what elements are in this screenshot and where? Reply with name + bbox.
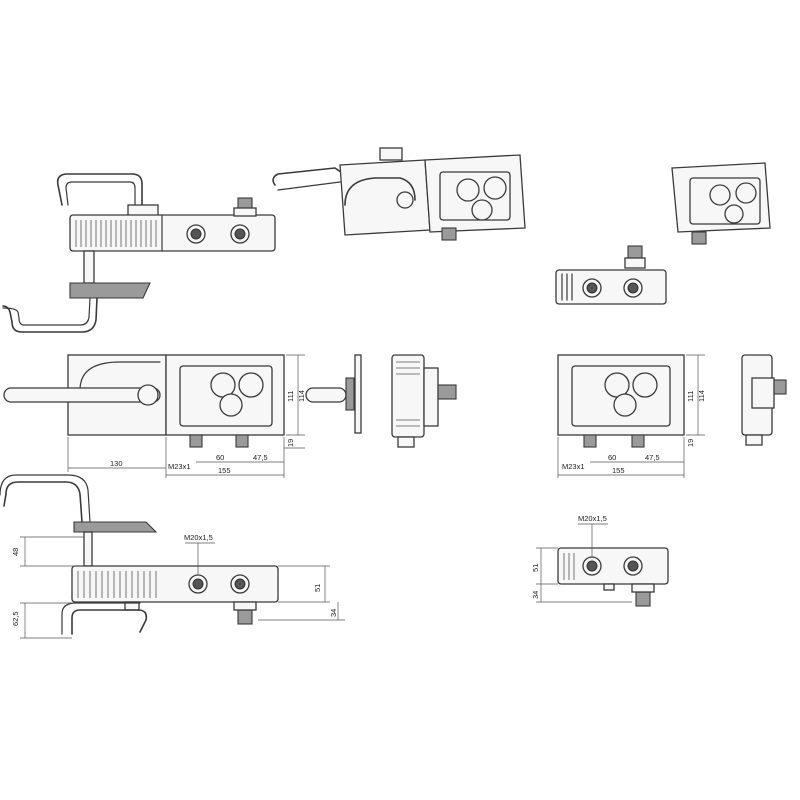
side-profile-view: [305, 354, 457, 448]
iso-connector-2: [483, 176, 507, 200]
bottom-handle-lower: [71, 609, 148, 635]
mounting-plate: [69, 282, 151, 299]
side-profile-small: [741, 354, 787, 446]
dim-62-5: 62,5: [11, 611, 20, 626]
dim-19-right: 19: [686, 439, 695, 447]
dim-m20-right: M20x1,5: [578, 514, 607, 523]
dim-47-5-right: 47,5: [645, 453, 660, 462]
dim-34: 34: [329, 609, 338, 617]
handle-top: [56, 173, 143, 206]
dim-34-right: 34: [531, 591, 540, 599]
mid-right-side-view: [555, 245, 667, 305]
top-right-iso-view: [671, 162, 771, 245]
dim-m20: M20x1,5: [184, 533, 213, 542]
top-left-side-view: [2, 173, 276, 333]
dim-47-5: 47,5: [253, 453, 268, 462]
top-middle-iso-view: [272, 147, 526, 241]
bottom-left-top-view: 48 62,5 51 34 M20x1,5: [0, 474, 345, 639]
dim-m23: M23x1: [168, 462, 191, 471]
bottom-device-body: [71, 565, 279, 603]
iso-connector-3: [471, 199, 493, 221]
bottom-handle-top: [3, 481, 83, 523]
dim-19: 19: [286, 439, 295, 447]
handle-top-inner: [65, 181, 136, 206]
dim-48: 48: [11, 548, 20, 556]
dim-114-right: 114: [697, 390, 706, 402]
iso-handle: [272, 167, 346, 186]
iso-handle-loop: [344, 177, 416, 206]
front-view-with-handle: 130 M23x1 60 47,5 155 111 114 19: [3, 354, 306, 478]
front-view-no-handle: M23x1 60 47,5 155 111 114 19: [557, 354, 706, 478]
shaft: [83, 250, 95, 284]
iso-left-housing: [339, 159, 431, 236]
front-handle: [3, 387, 161, 403]
dim-51: 51: [313, 584, 322, 592]
bottom-right-body: [557, 547, 669, 585]
dim-51-right: 51: [531, 564, 540, 572]
dim-60-right: 60: [608, 453, 616, 462]
dim-111-right: 111: [686, 391, 695, 402]
profile-body: [391, 354, 425, 438]
iso-connector-1: [456, 178, 480, 202]
dim-130: 130: [110, 459, 123, 468]
dim-60: 60: [216, 453, 224, 462]
handle-bottom: [2, 297, 98, 333]
dim-155-right: 155: [612, 466, 625, 475]
dim-155: 155: [218, 466, 231, 475]
dim-111: 111: [286, 391, 295, 402]
cooling-ribs: [75, 220, 157, 247]
bottom-right-top-view: 51 34 M20x1,5: [531, 514, 669, 607]
dim-m23-right: M23x1: [562, 462, 585, 471]
dim-114: 114: [297, 390, 306, 402]
